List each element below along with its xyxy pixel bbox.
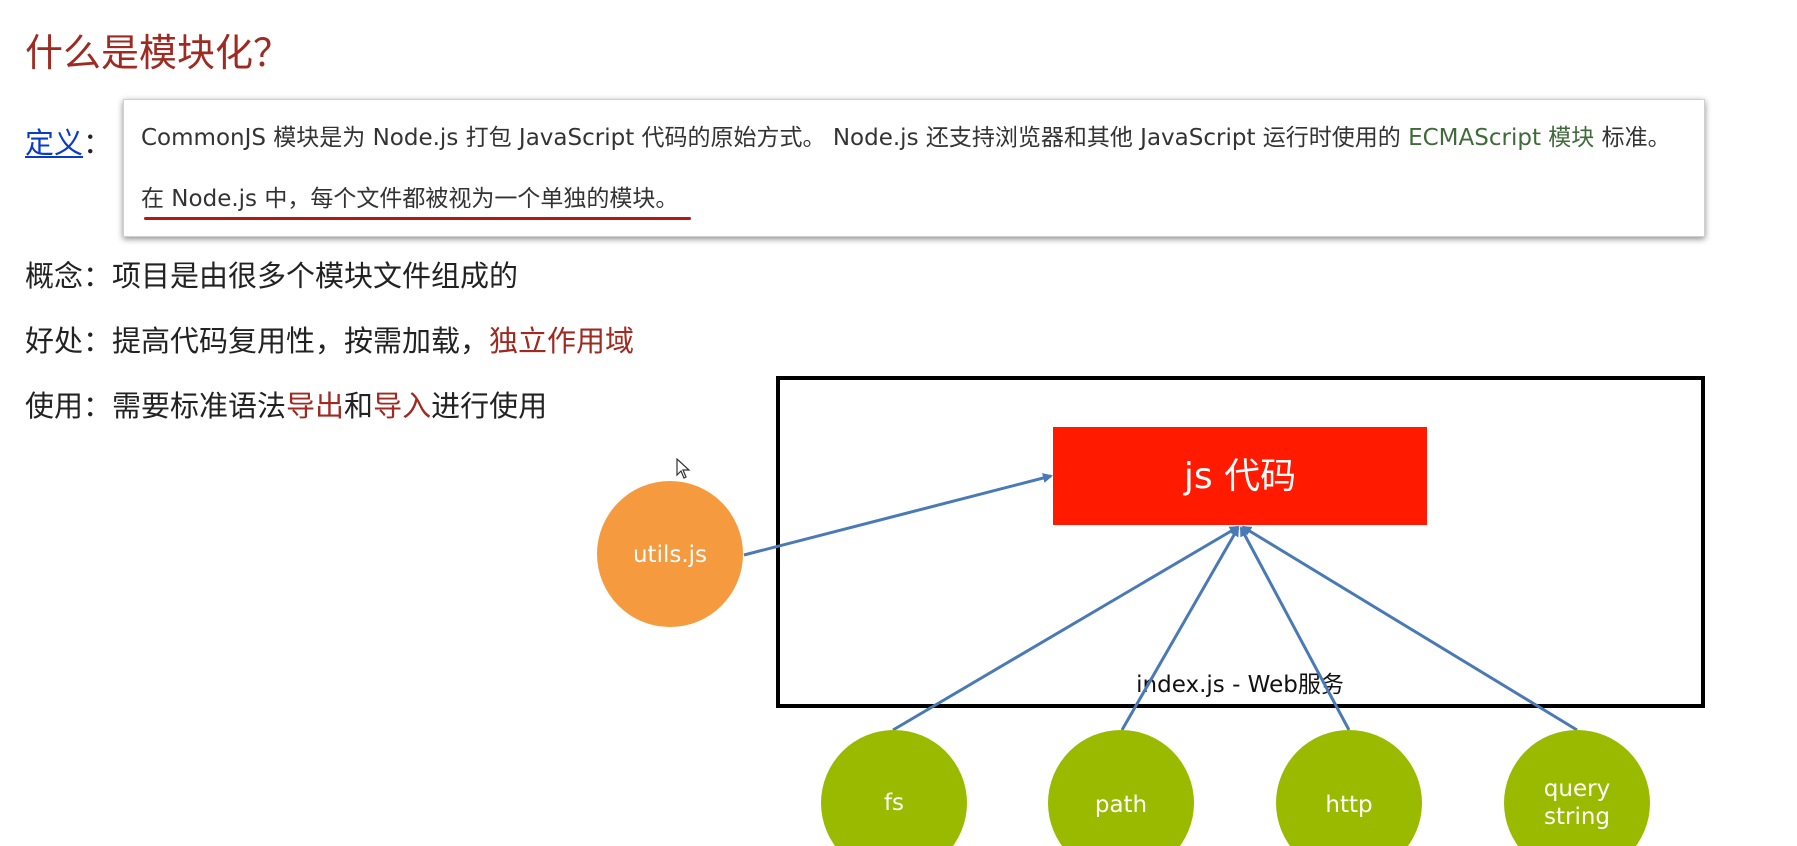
benefit-row: 好处：提高代码复用性，按需加载，独立作用域: [25, 321, 634, 361]
concept-text: 项目是由很多个模块文件组成的: [112, 259, 519, 293]
quote-line-2: 在 Node.js 中，每个文件都被视为一个单独的模块。: [141, 186, 679, 212]
arrow-path-to-code: [1120, 526, 1240, 731]
index-js-label: index.js - Web服务: [1136, 672, 1344, 698]
definition-link[interactable]: 定义: [25, 126, 84, 160]
path-module-node: [1048, 730, 1194, 846]
fs-module-node: [821, 730, 967, 846]
usage-export: 导出: [286, 389, 345, 423]
usage-text-1: 需要标准语法: [112, 389, 287, 423]
usage-label: 使用：: [25, 389, 113, 423]
http-module-label: http: [1325, 792, 1372, 818]
js-code-label: js 代码: [1183, 456, 1296, 497]
definition-colon: ：: [83, 126, 113, 160]
querystring-label-line-1: query: [1544, 776, 1610, 802]
usage-text-2: 和: [344, 389, 374, 423]
page-title: 什么是模块化？: [25, 31, 292, 75]
usage-text-3: 进行使用: [431, 389, 548, 423]
utils-js-label: utils.js: [633, 542, 707, 568]
quote-line-1-text-b: 标准。: [1594, 125, 1671, 151]
arrow-utils-to-code: [743, 473, 1053, 557]
fs-module-label: fs: [884, 790, 904, 816]
quote-line-1-text-a: CommonJS 模块是为 Node.js 打包 JavaScript 代码的原…: [141, 125, 1409, 151]
utils-js-node: [597, 481, 743, 627]
arrow-querystring-to-code: [1241, 525, 1578, 732]
http-module-node: [1276, 730, 1422, 846]
usage-import: 导入: [373, 389, 432, 423]
quote-line-1: CommonJS 模块是为 Node.js 打包 JavaScript 代码的原…: [141, 122, 1671, 154]
definition-row: 定义：: [25, 123, 112, 163]
arrow-http-to-code: [1239, 526, 1351, 731]
benefit-highlight: 独立作用域: [489, 324, 635, 358]
concept-label: 概念：: [25, 259, 113, 293]
querystring-label-line-2: string: [1544, 804, 1610, 830]
concept-row: 概念：项目是由很多个模块文件组成的: [25, 256, 518, 296]
hand-drawn-underline: [144, 217, 691, 220]
mouse-cursor-icon: [676, 458, 691, 479]
arrow-fs-to-code: [892, 525, 1240, 732]
definition-quote-box: CommonJS 模块是为 Node.js 打包 JavaScript 代码的原…: [123, 99, 1705, 237]
js-code-box: [1053, 427, 1427, 525]
path-module-label: path: [1095, 792, 1147, 818]
usage-row: 使用：需要标准语法导出和导入进行使用: [25, 386, 547, 426]
ecmascript-modules-link[interactable]: ECMAScript 模块: [1408, 125, 1595, 151]
benefit-label: 好处：: [25, 324, 113, 358]
index-js-container: [776, 376, 1705, 708]
querystring-module-node: [1504, 730, 1650, 846]
benefit-text: 提高代码复用性，按需加载，: [112, 324, 490, 358]
